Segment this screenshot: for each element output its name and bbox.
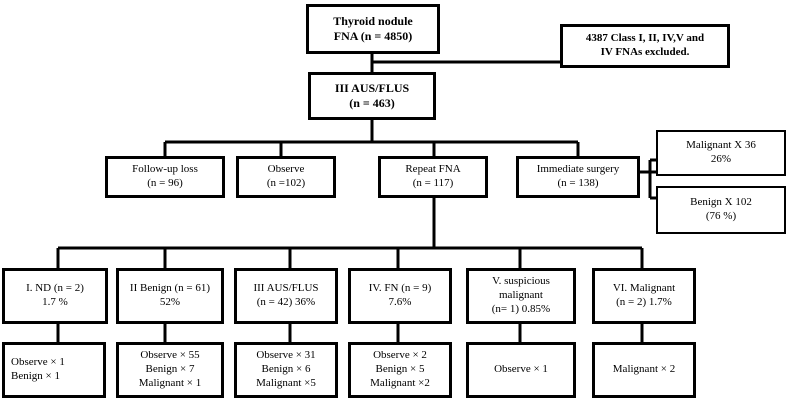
cat-aus-line-2: (n = 42) 36% xyxy=(256,296,316,308)
repeat-fna-box: Repeat FNA (n = 117) xyxy=(378,156,488,198)
out-malig-line-1: Malignant × 2 xyxy=(612,363,676,376)
outcome-benign-box: Observe × 55 Benign × 7 Malignant × 1 xyxy=(116,342,224,398)
followup-line-1: Follow-up loss xyxy=(132,163,198,176)
cat-benign-line-2: 52% xyxy=(159,296,181,308)
out-fn-line-3: Malignant ×2 xyxy=(370,376,430,389)
immediate-surgery-box: Immediate surgery (n = 138) xyxy=(516,156,640,198)
root-line-1: Thyroid nodule xyxy=(333,14,413,28)
aus-line-2: (n = 463) xyxy=(349,96,395,110)
category-fn-box: IV. FN (n = 9) 7.6% xyxy=(348,268,452,324)
cat-benign-line-1: II Benign (n = 61) xyxy=(129,282,211,295)
out-fn-line-2: Benign × 5 xyxy=(375,363,425,376)
outcome-fn-box: Observe × 2 Benign × 5 Malignant ×2 xyxy=(348,342,452,398)
surgery-line-2: (n = 138) xyxy=(557,177,599,189)
surgery-benign-line-2: (76 %) xyxy=(705,210,737,222)
category-nd-box: I. ND (n = 2) 1.7 % xyxy=(2,268,108,324)
excluded-line-2: IV FNAs excluded. xyxy=(600,46,690,58)
cat-nd-line-1: I. ND (n = 2) xyxy=(26,282,84,295)
cat-malig-line-2: (n = 2) 1.7% xyxy=(616,296,672,308)
excluded-box: 4387 Class I, II, IV,V and IV FNAs exclu… xyxy=(560,24,730,68)
category-aus-box: III AUS/FLUS (n = 42) 36% xyxy=(234,268,338,324)
surgery-malignant-line-1: Malignant X 36 xyxy=(686,139,756,152)
repeat-line-1: Repeat FNA xyxy=(405,163,461,176)
cat-fn-line-1: IV. FN (n = 9) xyxy=(368,282,432,295)
repeat-line-2: (n = 117) xyxy=(412,177,454,189)
cat-fn-line-2: 7.6% xyxy=(388,296,412,308)
aus-line-1: III AUS/FLUS xyxy=(334,81,410,95)
followup-loss-box: Follow-up loss (n = 96) xyxy=(105,156,225,198)
out-aus-line-2: Benign × 6 xyxy=(261,363,311,376)
cat-malig-line-1: VI. Malignant xyxy=(612,282,676,295)
outcome-suspicious-box: Observe × 1 xyxy=(466,342,576,398)
observe-line-2: (n =102) xyxy=(266,177,306,189)
aus-flus-box: III AUS/FLUS (n = 463) xyxy=(308,72,436,120)
excluded-line-1: 4387 Class I, II, IV,V and xyxy=(585,32,705,45)
out-benign-line-2: Benign × 7 xyxy=(145,363,195,376)
out-benign-line-3: Malignant × 1 xyxy=(138,376,202,389)
out-benign-line-1: Observe × 55 xyxy=(140,349,200,362)
category-malignant-box: VI. Malignant (n = 2) 1.7% xyxy=(592,268,696,324)
outcome-aus-box: Observe × 31 Benign × 6 Malignant ×5 xyxy=(234,342,338,398)
cat-susp-line-1: V. suspicious xyxy=(492,275,550,288)
followup-line-2: (n = 96) xyxy=(147,177,183,189)
surgery-benign-box: Benign X 102 (76 %) xyxy=(656,186,786,234)
root-line-2: FNA (n = 4850) xyxy=(333,29,413,43)
category-benign-box: II Benign (n = 61) 52% xyxy=(116,268,224,324)
surgery-line-1: Immediate surgery xyxy=(536,163,620,176)
observe-box: Observe (n =102) xyxy=(236,156,336,198)
outcome-nd-box: Observe × 1 Benign × 1 xyxy=(2,342,106,398)
out-fn-line-1: Observe × 2 xyxy=(373,349,427,362)
outcome-malignant-box: Malignant × 2 xyxy=(592,342,696,398)
root-box: Thyroid nodule FNA (n = 4850) xyxy=(306,4,440,54)
surgery-benign-line-1: Benign X 102 xyxy=(690,196,752,209)
out-nd-line-1: Observe × 1 xyxy=(11,356,65,369)
out-susp-line-1: Observe × 1 xyxy=(494,363,548,376)
out-nd-line-2: Benign × 1 xyxy=(11,370,60,382)
surgery-malignant-box: Malignant X 36 26% xyxy=(656,130,786,176)
out-aus-line-3: Malignant ×5 xyxy=(256,376,316,389)
out-aus-line-1: Observe × 31 xyxy=(256,349,316,362)
observe-line-1: Observe xyxy=(267,163,305,176)
cat-aus-line-1: III AUS/FLUS xyxy=(253,282,319,295)
category-suspicious-box: V. suspicious malignant (n= 1) 0.85% xyxy=(466,268,576,324)
cat-susp-line-2: malignant xyxy=(499,289,543,302)
cat-susp-line-3: (n= 1) 0.85% xyxy=(491,302,551,315)
cat-nd-line-2: 1.7 % xyxy=(42,296,68,308)
surgery-malignant-line-2: 26% xyxy=(710,153,732,165)
